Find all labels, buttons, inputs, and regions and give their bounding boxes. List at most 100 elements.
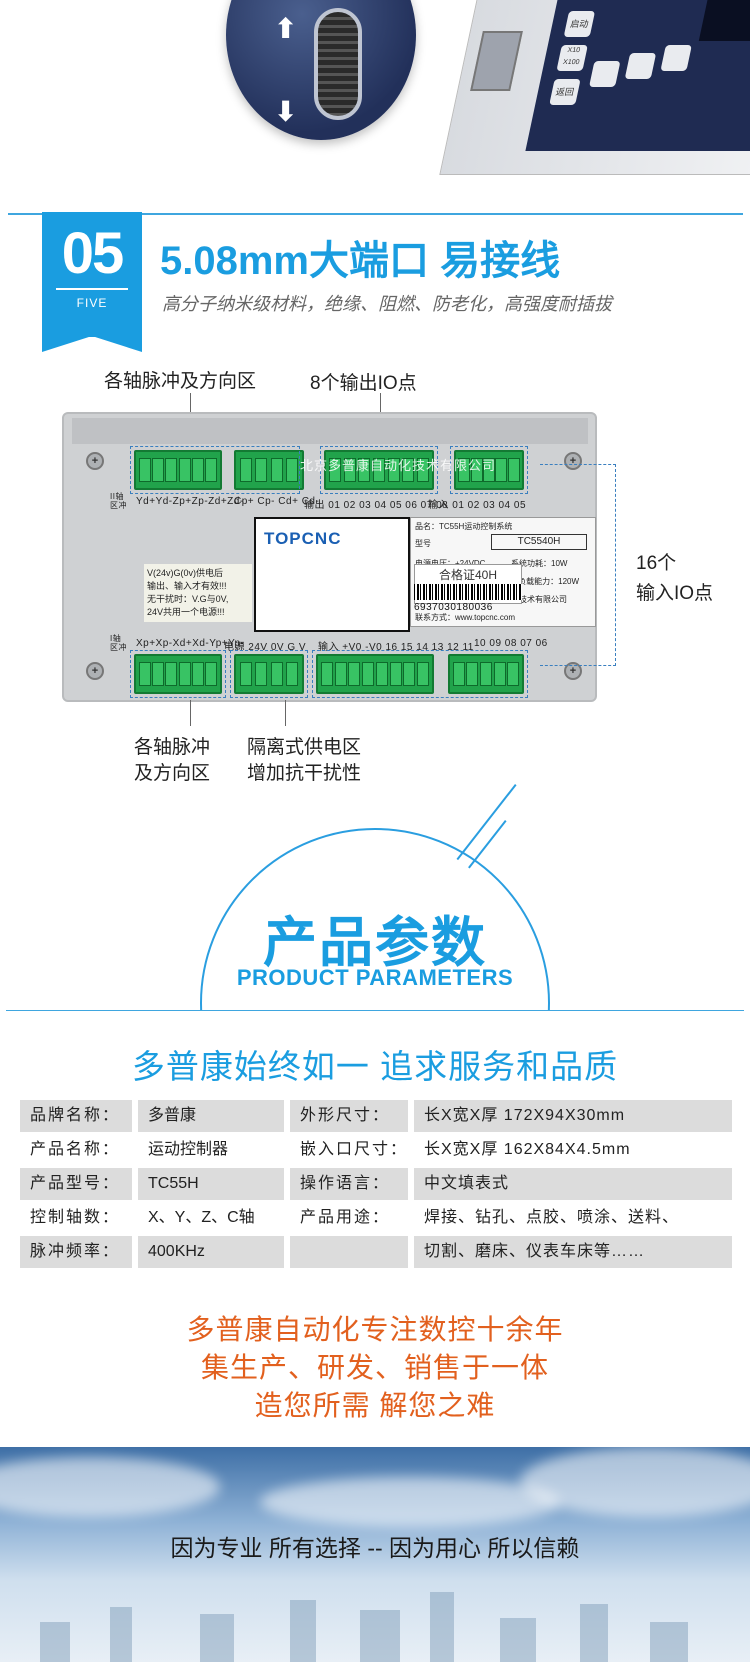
highlight-input-bottom [312, 650, 528, 698]
panel-top-edge [72, 418, 588, 444]
skyline-building [200, 1614, 234, 1662]
highlight-input-bracket [540, 464, 616, 666]
brand-label: TOPCNC [254, 517, 410, 632]
pin-label-axis1: I轴 区冲 [110, 634, 127, 652]
label-output-io: 8个输出IO点 [310, 373, 417, 394]
skyline-building [290, 1600, 316, 1662]
spec-key: 控制轴数： [30, 1209, 121, 1226]
pin-label-output: 输出 01 02 03 04 05 06 07 08 [304, 500, 449, 511]
device-key [588, 61, 621, 87]
section-title: 5.08mm大端口 易接线 [160, 239, 561, 283]
terminal-block-input-top [454, 450, 524, 490]
skyline-building [500, 1618, 536, 1662]
barcode-number: 6937030180036 [414, 602, 493, 613]
barcode-icon [414, 584, 522, 600]
skyline-building [650, 1622, 688, 1662]
device-key [660, 45, 692, 71]
badge-divider [56, 288, 128, 290]
params-title: 产品参数 [263, 913, 487, 973]
label-axis-bottom-2: 及方向区 [134, 763, 211, 784]
spec-value: X、Y、Z、C轴 [148, 1209, 255, 1226]
decor-slash [456, 784, 517, 861]
skyline-building [580, 1604, 608, 1662]
cloud-decor [0, 1457, 220, 1517]
highlight-power [230, 650, 308, 698]
promo-line-3: 造您所需 解您之难 [254, 1390, 496, 1421]
device-key-x10: X10 X100 [556, 45, 588, 71]
table-row: 脉冲频率： 400KHz 切割、磨床、仪表车床等…… [20, 1236, 732, 1268]
spec-value: 400KHz [138, 1236, 284, 1268]
device-screen [698, 0, 750, 41]
cloud-decor [260, 1477, 560, 1527]
table-row: 品牌名称： 多普康 外形尺寸： 长X宽X厚 172X94X30mm [20, 1100, 732, 1132]
nameplate-model-label: 型号 [415, 539, 431, 548]
cloud-decor [520, 1447, 750, 1517]
highlight-axis-top [130, 446, 300, 494]
highlight-input-top [450, 446, 528, 494]
nameplate-contact: 联系方式：www.topcnc.com [415, 613, 516, 622]
spec-key: 脉冲频率： [20, 1236, 132, 1268]
usb-port-icon [470, 31, 523, 91]
wiring-note: V(24v)G(0v)供电后 输出、输入才有效!!! 无干扰时：V.G与0V, … [144, 564, 252, 622]
section-subtitle: 高分子纳米级材料，绝缘、阻燃、防老化，高强度耐插拔 [162, 294, 612, 314]
pin-label-axis2: II轴 区冲 [110, 492, 127, 510]
highlight-axis-bottom [130, 650, 226, 698]
promo-line-2: 集生产、研发、销售于一体 [200, 1352, 549, 1383]
terminal-block-power [234, 654, 304, 694]
label-input-io: 输入IO点 [636, 583, 714, 604]
table-row: 控制轴数： X、Y、Z、C轴 产品用途： 焊接、钻孔、点胶、喷涂、送料、 [20, 1202, 732, 1234]
terminal-block-input-bottom [316, 654, 434, 694]
section-top-divider [8, 213, 743, 215]
arrow-up-icon: ⬆ [274, 13, 298, 44]
terminal-block-axis-top [134, 450, 222, 490]
spec-key: 产品名称： [30, 1141, 121, 1158]
spec-value: 中文填表式 [414, 1168, 732, 1200]
panel-watermark: 北京多普康自动化技术有限公司 [300, 458, 497, 473]
pin-label-input-top: 输入 01 02 03 04 05 [428, 500, 527, 511]
arrow-down-icon: ⬇ [274, 96, 298, 127]
pin-label-power: 电源 24V 0V G V [224, 642, 307, 653]
spec-value: 运动控制器 [148, 1141, 229, 1158]
nameplate-name: 品名：TC55H运动控制系统 [415, 522, 513, 531]
pin-label-axis-bottom: Xp+Xp-Xd+Xd-Yp+Yp- [136, 638, 245, 649]
promo-line-1: 多普康自动化专注数控十余年 [186, 1314, 564, 1345]
label-axis-bottom-1: 各轴脉冲 [134, 737, 211, 758]
section-number-word: FIVE [76, 296, 108, 310]
table-row: 产品型号： TC55H 操作语言： 中文填表式 [20, 1168, 732, 1200]
screw-icon: + [86, 662, 104, 680]
spec-key: 产品型号： [20, 1168, 132, 1200]
scroll-wheel-icon [314, 8, 362, 120]
nameplate-model: TC5540H [491, 534, 587, 550]
controller-device-corner: 启动 X10 X100 返回 [439, 0, 750, 175]
spec-value: 焊接、钻孔、点胶、喷涂、送料、 [424, 1209, 680, 1226]
nameplate-voltage: 电源电压：+24VDC [415, 558, 485, 569]
section-number: 05 [61, 221, 125, 286]
label-power-1: 隔离式供电区 [247, 737, 362, 758]
label-power-2: 增加抗干扰性 [247, 763, 362, 784]
spec-key: 嵌入口尺寸： [300, 1141, 409, 1158]
spec-key: 操作语言： [290, 1168, 408, 1200]
label-input-count: 16个 [636, 553, 677, 574]
top-product-photo: ⬆ ⬇ 启动 X10 X100 返回 [0, 0, 750, 200]
skyline-building [40, 1622, 70, 1662]
device-key-start: 启动 [563, 11, 596, 37]
spec-key: 产品用途： [300, 1209, 391, 1226]
device-front-panel: 启动 X10 X100 返回 [525, 0, 750, 151]
pin-label-input-bottom: 输入 +V0 -V0 16 15 14 13 12 11 [318, 642, 474, 653]
label-axis-pulse-top: 各轴脉冲及方向区 [104, 371, 257, 392]
skyline-building [430, 1592, 454, 1662]
spec-key: 品牌名称： [20, 1100, 132, 1132]
spec-value: 多普康 [138, 1100, 284, 1132]
controller-back-panel: + + + + II轴 区冲 Yd+Yd-Zp+Zp-Zd+Zd- Cp+ Cp… [62, 412, 597, 702]
scroll-wheel-zoom: ⬆ ⬇ [226, 0, 416, 140]
spec-value: TC55H [138, 1168, 284, 1200]
device-key-return: 返回 [549, 79, 581, 105]
callout-line [190, 700, 191, 726]
terminal-block-cp-cd [234, 450, 304, 490]
spec-value: 切割、磨床、仪表车床等…… [414, 1236, 732, 1268]
skyline-building [110, 1607, 132, 1662]
badge-ribbon-tail [42, 336, 142, 352]
screw-icon: + [564, 452, 582, 470]
screw-icon: + [86, 452, 104, 470]
params-slogan: 多普康始终如一 追求服务和品质 [131, 1048, 619, 1085]
